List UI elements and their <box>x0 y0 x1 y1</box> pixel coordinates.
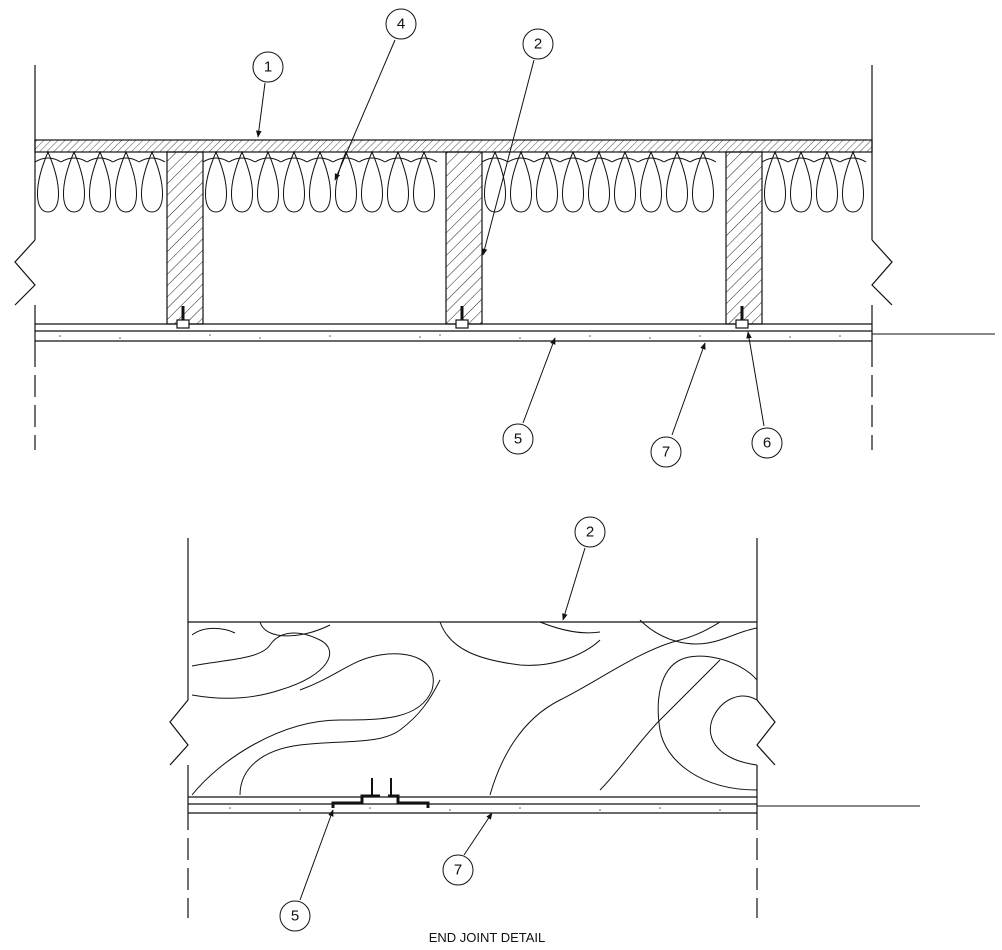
callout-1-label: 1 <box>264 59 272 76</box>
insulation-lobe <box>205 150 227 213</box>
stud-3 <box>725 151 763 325</box>
insulation-arc <box>384 157 412 163</box>
insulation-arc <box>839 157 867 163</box>
insulation-lobe <box>89 150 111 213</box>
insulation-lobe <box>309 150 331 213</box>
left-break-symbol <box>14 239 36 306</box>
insulation-arc <box>787 157 815 163</box>
board-texture-2 <box>229 807 721 811</box>
insulation-arc <box>202 157 230 163</box>
insulation-arc <box>228 157 256 163</box>
callout-labels-bottom: 2 7 5 <box>291 524 594 925</box>
right-break-symbol-2 <box>756 699 776 766</box>
screw-1 <box>176 306 190 329</box>
insulation-arc <box>410 157 438 163</box>
insulation-lobe <box>666 150 688 213</box>
insulation-arc <box>611 157 639 163</box>
insulation-lobe <box>790 150 812 213</box>
callout-7-label: 7 <box>662 444 670 461</box>
insulation-lobe <box>413 150 435 213</box>
insulation-arc <box>138 157 166 163</box>
stud-2 <box>445 151 483 325</box>
insulation-arc <box>358 157 386 163</box>
callout-7b-label: 7 <box>454 862 462 879</box>
callouts-bottom <box>279 516 606 932</box>
insulation-lobe <box>484 150 506 213</box>
insulation-arc <box>34 157 62 163</box>
insulation-lobe <box>562 150 584 213</box>
insulation-lobe <box>283 150 305 213</box>
insulation-lobe <box>335 150 357 213</box>
right-break-symbol <box>871 239 893 306</box>
insulation-lobe <box>257 150 279 213</box>
insulation-lobe <box>764 150 786 213</box>
insulation-lobe <box>640 150 662 213</box>
wall-section-top <box>14 65 995 450</box>
insulation-arc <box>60 157 88 163</box>
insulation-lobe <box>692 150 714 213</box>
callout-4-label: 4 <box>397 16 405 33</box>
callout-7b-bubble <box>442 854 474 886</box>
callout-2-label: 2 <box>534 36 542 53</box>
insulation-arc <box>86 157 114 163</box>
callout-2-bubble <box>522 28 554 60</box>
insulation-lobe <box>361 150 383 213</box>
insulation-lobe <box>115 150 137 213</box>
insulation-arc <box>559 157 587 163</box>
resilient-channels <box>331 778 430 808</box>
insulation-arc <box>637 157 665 163</box>
insulation-arc <box>507 157 535 163</box>
insulation-arc <box>689 157 717 163</box>
insulation-lobe <box>816 150 838 213</box>
callout-4-bubble <box>385 8 417 40</box>
callout-5-bubble <box>502 423 534 455</box>
insulation-arc <box>663 157 691 163</box>
stud-1 <box>166 151 204 325</box>
insulation-arc <box>761 157 789 163</box>
insulation-lobe <box>614 150 636 213</box>
callout-2b-label: 2 <box>586 524 594 541</box>
left-break-symbol-2 <box>169 699 189 766</box>
insulation-arc <box>254 157 282 163</box>
screw-3 <box>735 306 749 329</box>
insulation-lobe <box>536 150 558 213</box>
board-texture <box>59 334 841 339</box>
callout-7-bubble <box>650 436 682 468</box>
insulation-arc <box>585 157 613 163</box>
insulation-lobe <box>510 150 532 213</box>
screw-2 <box>455 306 469 329</box>
end-joint-section <box>169 538 920 918</box>
insulation-lobe <box>842 150 864 213</box>
insulation-batts <box>34 150 867 213</box>
insulation-lobe <box>588 150 610 213</box>
callouts-top <box>252 8 783 468</box>
insulation-arc <box>813 157 841 163</box>
insulation-arc <box>112 157 140 163</box>
callout-1-bubble <box>252 51 284 83</box>
insulation-lobe <box>387 150 409 213</box>
insulation-lobe <box>231 150 253 213</box>
insulation-arc <box>481 157 509 163</box>
insulation-lobe <box>37 150 59 213</box>
drawing-caption: END JOINT DETAIL <box>429 930 546 945</box>
insulation-arc <box>280 157 308 163</box>
insulation-arc <box>332 157 360 163</box>
insulation-lobe <box>63 150 85 213</box>
callout-2b-bubble <box>574 516 606 548</box>
callout-5b-bubble <box>279 900 311 932</box>
callout-6-label: 6 <box>763 435 771 452</box>
callout-5-label: 5 <box>514 431 522 448</box>
insulation-lobe <box>141 150 163 213</box>
callout-5b-label: 5 <box>291 908 299 925</box>
wood-grain <box>191 619 758 796</box>
callout-labels-top: 1 4 2 5 7 6 <box>264 16 771 461</box>
callout-6-bubble <box>751 427 783 459</box>
top-sheathing <box>34 139 873 153</box>
insulation-arc <box>533 157 561 163</box>
insulation-arc <box>306 157 334 163</box>
